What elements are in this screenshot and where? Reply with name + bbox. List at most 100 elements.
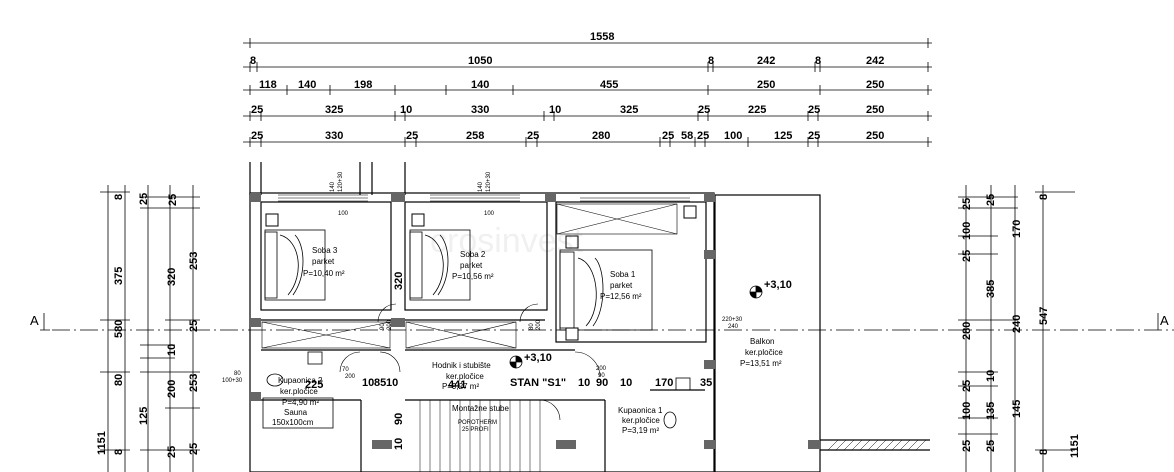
svg-text:90: 90 [393,413,405,425]
door-swings [339,303,601,421]
svg-text:25: 25 [985,440,997,452]
svg-text:145: 145 [1011,400,1023,418]
svg-text:580: 580 [113,320,125,338]
svg-text:58: 58 [681,130,693,142]
svg-text:330: 330 [325,130,343,142]
building-walls [249,162,930,472]
svg-text:320: 320 [166,268,178,286]
svg-text:P=4,90 m²: P=4,90 m² [282,398,319,407]
svg-text:parket: parket [610,281,633,290]
svg-text:25: 25 [167,194,179,206]
svg-text:280: 280 [592,130,610,142]
svg-text:118: 118 [259,79,277,91]
sauna-label: Sauna 150x100cm [272,408,314,427]
svg-text:170: 170 [655,377,673,389]
svg-text:220+30: 220+30 [722,317,743,323]
top-dimension-ticks [249,38,929,147]
svg-text:441: 441 [448,379,466,391]
svg-text:70: 70 [342,367,349,373]
svg-text:253: 253 [188,252,200,270]
svg-text:ker.pločice: ker.pločice [280,387,318,396]
room-soba-1: Soba 1 parket P=12,56 m² [600,270,642,301]
svg-text:P=12,56 m²: P=12,56 m² [600,292,642,301]
wall-hatches [250,193,820,449]
svg-text:242: 242 [757,55,775,67]
svg-text:375: 375 [113,267,125,285]
level-marker-inner: +3,10 [509,352,552,369]
svg-text:100: 100 [724,130,742,142]
svg-text:10: 10 [393,438,405,450]
svg-text:25: 25 [406,130,418,142]
svg-text:25: 25 [251,130,263,142]
svg-text:8: 8 [113,449,125,455]
svg-text:ker.pločice: ker.pločice [446,372,484,381]
svg-text:10: 10 [985,370,997,382]
svg-text:135: 135 [985,402,997,420]
svg-text:Kupaonica 2: Kupaonica 2 [278,376,323,385]
room-soba-2: Soba 2 parket P=10,56 m² [452,250,494,281]
beds [264,229,653,331]
svg-text:225: 225 [305,379,323,391]
dim-row4: 25 325 10 330 10 325 25 225 25 250 [251,104,884,116]
svg-text:250: 250 [757,79,775,91]
svg-text:Hodnik i stubište: Hodnik i stubište [432,361,491,370]
svg-text:25: 25 [808,104,820,116]
svg-text:25: 25 [985,194,997,206]
svg-text:Soba 1: Soba 1 [610,270,636,279]
apartment-label: STAN "S1" [510,377,566,389]
stairs-label: Montažne stube POROTHERM 25 PROFI [452,404,509,433]
svg-text:140: 140 [330,181,336,192]
svg-text:25: 25 [698,104,710,116]
svg-text:25: 25 [961,440,973,452]
room-kupaonica-1: Kupaonica 1 ker.pločice P=3,19 m² [618,406,663,435]
svg-text:Kupaonica 1: Kupaonica 1 [618,406,663,415]
level-marker-balcony: +3,10 [749,279,792,299]
svg-text:parket: parket [312,257,335,266]
svg-text:547: 547 [1038,307,1050,325]
dim-total: 1558 [590,31,614,43]
inline-dims: 225 441 10 85 10 10 90 10 170 35 320 90 … [305,272,712,450]
svg-text:25: 25 [138,193,150,205]
svg-text:1151: 1151 [1069,434,1081,458]
svg-text:330: 330 [471,104,489,116]
svg-text:25: 25 [961,380,973,392]
svg-text:100+30: 100+30 [222,378,243,384]
svg-text:10: 10 [620,377,632,389]
svg-text:25: 25 [251,104,263,116]
svg-text:Soba 3: Soba 3 [312,246,338,255]
svg-text:25: 25 [188,443,200,455]
svg-text:455: 455 [600,79,618,91]
svg-text:25: 25 [961,250,973,262]
svg-text:P=9,27 m²: P=9,27 m² [442,382,479,391]
room-hodnik: Hodnik i stubište ker.pločice P=9,27 m² [432,361,491,391]
room-balkon: Balkon ker.pločice P=13,51 m² [740,337,783,368]
right-dims-text: 25 100 25 280 25 100 25 25 385 10 135 25… [961,194,1081,458]
svg-text:125: 125 [138,407,150,425]
svg-text:POROTHERM: POROTHERM [458,420,497,426]
stairs-treads [419,400,541,472]
socket-icons [265,205,697,341]
svg-text:150x100cm: 150x100cm [272,418,314,427]
svg-text:8: 8 [1038,449,1050,455]
svg-text:25: 25 [697,130,709,142]
svg-text:80: 80 [529,323,535,330]
svg-text:200: 200 [345,374,356,380]
svg-text:140: 140 [471,79,489,91]
svg-text:Montažne stube: Montažne stube [452,404,509,413]
svg-text:325: 325 [325,104,343,116]
svg-text:8: 8 [113,194,125,200]
svg-text:240: 240 [728,324,739,330]
left-dims-text: 8 375 580 80 125 8 1151 25 320 10 200 25… [96,193,200,458]
svg-text:parket: parket [460,261,483,270]
svg-text:225: 225 [748,104,766,116]
svg-text:1151: 1151 [96,431,108,455]
svg-text:258: 258 [466,130,484,142]
sanitary [262,351,691,429]
dim-row2: 8 1050 8 242 8 242 [250,55,884,67]
svg-text:25 PROFI: 25 PROFI [462,427,489,433]
svg-text:P=10,56 m²: P=10,56 m² [452,272,494,281]
svg-text:90: 90 [380,323,386,330]
svg-text:P=13,51 m²: P=13,51 m² [740,359,782,368]
svg-text:8: 8 [250,55,256,67]
